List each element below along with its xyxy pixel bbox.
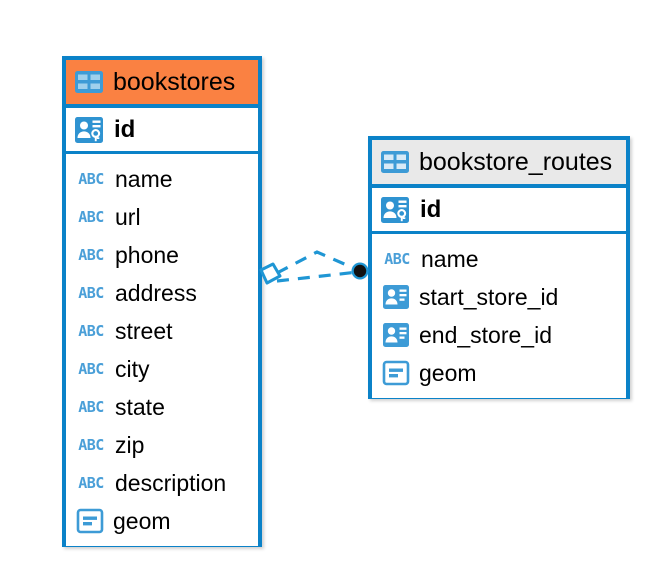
- text-field-icon: ABC: [78, 207, 104, 226]
- field-row-phone[interactable]: ABC phone: [66, 236, 258, 274]
- field-label: geom: [113, 507, 171, 534]
- foreign-key-icon: [382, 322, 410, 348]
- field-label: state: [115, 393, 165, 420]
- table-icon: [74, 70, 104, 94]
- text-field-icon: ABC: [78, 397, 104, 416]
- text-field-icon: ABC: [78, 473, 104, 492]
- entity-bookstore-routes-primary-key-row[interactable]: id: [372, 188, 626, 234]
- field-label: name: [115, 165, 173, 192]
- entity-bookstore-routes-field-list: ABC name start_store_id: [372, 234, 626, 398]
- primary-key-icon: [380, 196, 410, 224]
- foreign-key-icon: [382, 284, 410, 310]
- text-field-icon: ABC: [78, 169, 104, 188]
- field-label: name: [421, 245, 479, 272]
- field-row-state[interactable]: ABC state: [66, 388, 258, 426]
- entity-bookstores-field-list: ABC name ABC url ABC phone ABC address A…: [66, 154, 258, 546]
- field-row-end-store-id[interactable]: end_store_id: [372, 316, 626, 354]
- field-label: description: [115, 469, 227, 496]
- primary-key-icon: [74, 116, 104, 144]
- field-row-zip[interactable]: ABC zip: [66, 426, 258, 464]
- geometry-field-icon: [382, 360, 410, 386]
- entity-bookstore-routes-header[interactable]: bookstore_routes: [372, 140, 626, 188]
- text-field-icon: ABC: [78, 245, 104, 264]
- entity-bookstores[interactable]: bookstores id ABC name: [62, 56, 262, 547]
- relationship-line-lower: [276, 270, 359, 283]
- field-row-address[interactable]: ABC address: [66, 274, 258, 312]
- field-label: geom: [419, 359, 477, 386]
- entity-bookstores-primary-key-label: id: [114, 115, 136, 143]
- diamond-marker: [259, 262, 282, 285]
- entity-bookstores-primary-key-row[interactable]: id: [66, 108, 258, 154]
- field-row-url[interactable]: ABC url: [66, 198, 258, 236]
- field-row-start-store-id[interactable]: start_store_id: [372, 278, 626, 316]
- filled-circle-marker: [351, 262, 369, 280]
- entity-bookstores-title: bookstores: [113, 67, 236, 96]
- text-field-icon: ABC: [78, 435, 104, 454]
- table-icon: [380, 150, 410, 174]
- entity-bookstore-routes-title: bookstore_routes: [419, 147, 613, 176]
- field-row-city[interactable]: ABC city: [66, 350, 258, 388]
- field-row-name[interactable]: ABC name: [66, 160, 258, 198]
- field-row-geom[interactable]: geom: [66, 502, 258, 540]
- field-label: address: [115, 279, 197, 306]
- field-label: street: [115, 317, 173, 344]
- entity-bookstores-header[interactable]: bookstores: [66, 60, 258, 108]
- field-label: end_store_id: [419, 321, 552, 348]
- geometry-field-icon: [76, 508, 104, 534]
- field-label: url: [115, 203, 141, 230]
- text-field-icon: ABC: [384, 249, 410, 268]
- field-row-geom[interactable]: geom: [372, 354, 626, 392]
- field-row-description[interactable]: ABC description: [66, 464, 258, 502]
- text-field-icon: ABC: [78, 283, 104, 302]
- text-field-icon: ABC: [78, 359, 104, 378]
- relationship-connector[interactable]: [255, 238, 385, 310]
- entity-bookstore-routes-primary-key-label: id: [420, 195, 442, 223]
- field-label: phone: [115, 241, 179, 268]
- field-row-street[interactable]: ABC street: [66, 312, 258, 350]
- text-field-icon: ABC: [78, 321, 104, 340]
- field-label: start_store_id: [419, 283, 559, 310]
- field-row-name[interactable]: ABC name: [372, 240, 626, 278]
- field-label: zip: [115, 431, 145, 458]
- entity-bookstore-routes[interactable]: bookstore_routes id ABC name: [368, 136, 630, 399]
- relationship-line-upper: [276, 250, 359, 275]
- field-label: city: [115, 355, 150, 382]
